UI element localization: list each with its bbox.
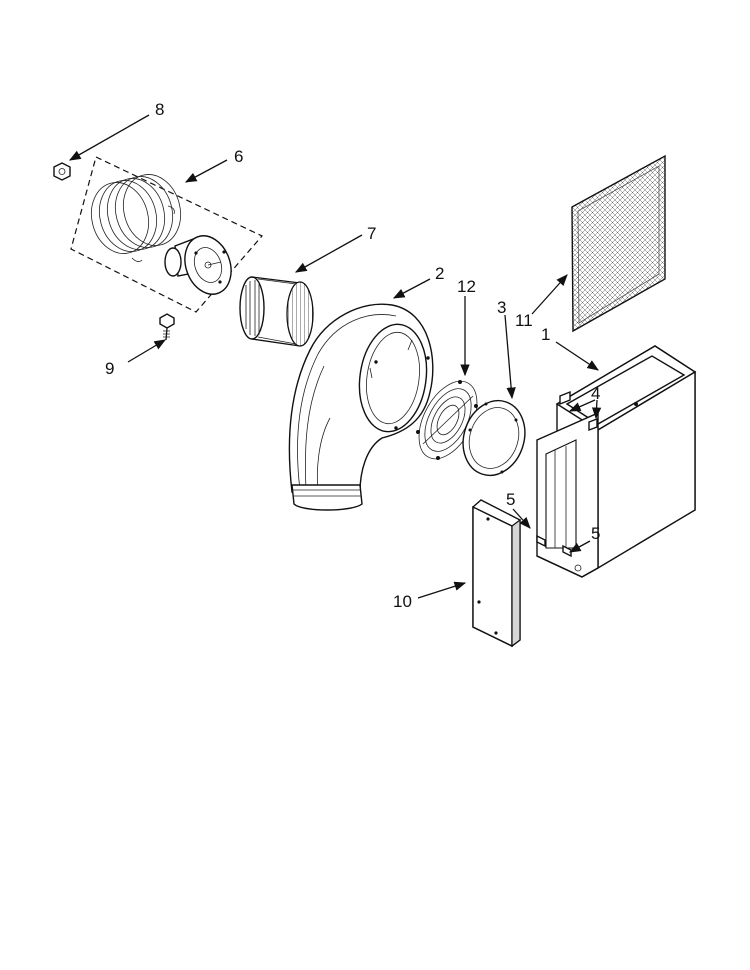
- panel-part-10: [472, 499, 521, 648]
- blower-wheel-part-7: [239, 276, 314, 347]
- housing-box-part-1: [536, 345, 697, 578]
- screw-part-9: [159, 313, 175, 341]
- callout-7: 7: [367, 224, 376, 243]
- callout-6: 6: [234, 147, 243, 166]
- blower-housing-part-2: [288, 303, 434, 511]
- callout-labels: 8 6 7 9 2 12 3 11 1 4 5 5 10: [105, 100, 600, 611]
- filter-part-11: [571, 154, 666, 333]
- callout-9: 9: [105, 359, 114, 378]
- callout-2: 2: [435, 264, 444, 283]
- callout-1: 1: [541, 325, 550, 344]
- motor-assembly-group-6: [70, 156, 263, 313]
- callout-11: 11: [515, 311, 533, 330]
- callout-10: 10: [393, 592, 412, 611]
- callout-5-lower: 5: [591, 524, 600, 543]
- callout-5-upper: 5: [506, 490, 515, 509]
- motor: [164, 235, 232, 295]
- callout-8: 8: [155, 100, 164, 119]
- nut-part-8: [53, 162, 71, 181]
- heater-coil: [90, 174, 182, 262]
- gasket-part-3: [462, 399, 526, 477]
- callout-4: 4: [591, 384, 600, 403]
- callout-3: 3: [497, 298, 506, 317]
- callout-12: 12: [457, 277, 476, 296]
- leader-lines: [68, 114, 602, 599]
